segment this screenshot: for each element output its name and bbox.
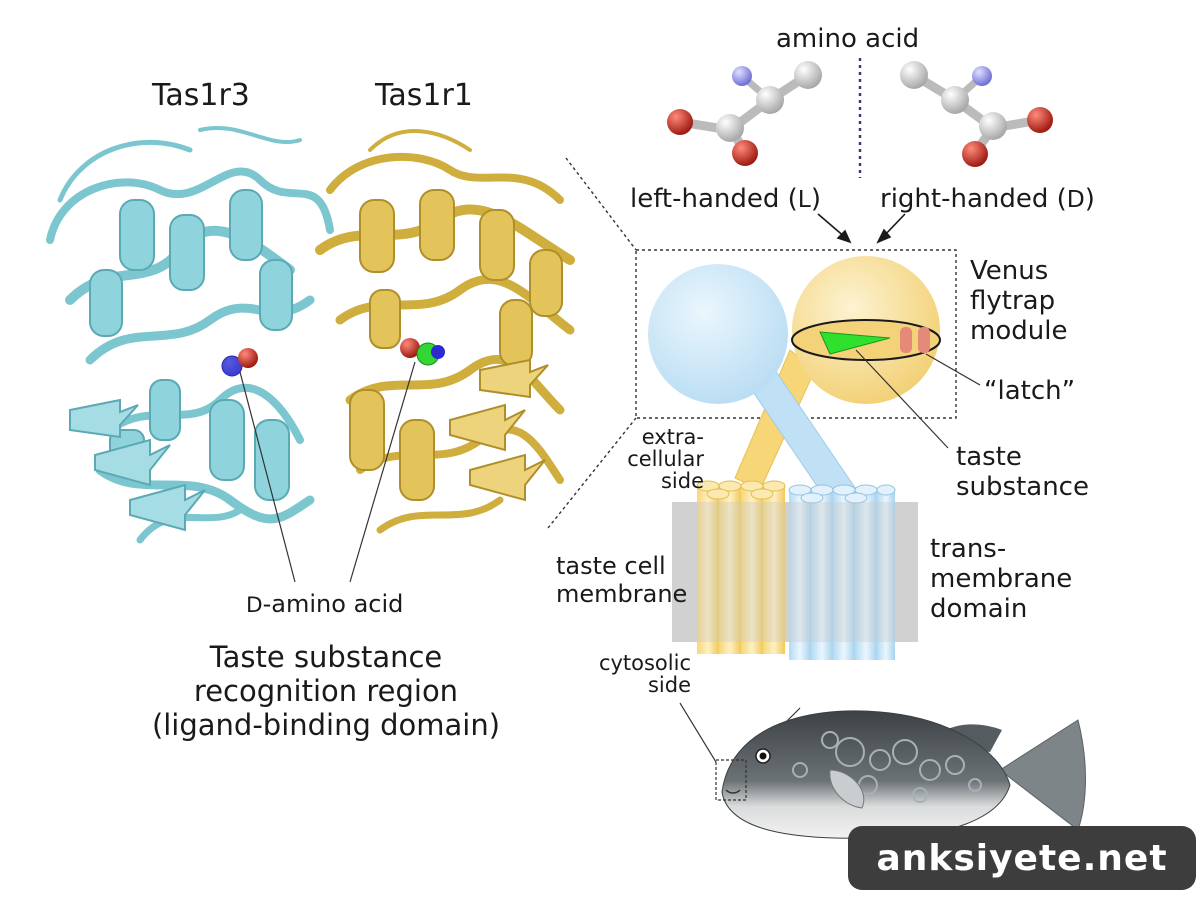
d-prefix: D <box>246 593 263 618</box>
cytosolic-line-2: side <box>647 673 691 697</box>
region-title: Taste substance recognition region (liga… <box>96 640 556 742</box>
left-handed-label: left-handed (L) <box>630 184 821 214</box>
taste-cell-membrane-line-1: taste cell <box>556 552 666 580</box>
region-title-line-1: Taste substance <box>209 640 443 674</box>
left-letter: L <box>797 185 811 213</box>
cytosolic-line-1: cytosolic <box>598 651 691 675</box>
blue-transmembrane-helices <box>788 484 896 660</box>
d-amino-acid-leaders <box>239 361 416 583</box>
right-handed-text: right-handed ( <box>880 184 1067 214</box>
left-handed-text: left-handed ( <box>630 184 798 214</box>
taste-cell-membrane-line-2: membrane <box>556 580 688 608</box>
amino-acid-label: amino acid <box>776 24 920 54</box>
taste-substance-line-2: substance <box>956 472 1089 502</box>
venus-line-1: Venus <box>970 256 1049 286</box>
arrows-to-module <box>817 213 906 244</box>
tas1r3-sheets <box>69 398 206 532</box>
taste-cell-membrane-label: taste cell membrane <box>556 552 687 608</box>
extracellular-line-3: side <box>660 469 704 493</box>
transmembrane-line-3: domain <box>930 594 1028 624</box>
region-title-line-2: recognition region <box>193 674 459 708</box>
tas1r1-label: Tas1r1 <box>375 78 473 113</box>
cytosolic-side-label: cytosolic side <box>595 652 691 696</box>
taste-substance-wedge <box>819 331 891 355</box>
venus-line-2: flytrap <box>970 286 1056 316</box>
tas1r1-helices <box>349 189 563 501</box>
venus-line-3: module <box>970 316 1068 346</box>
venus-flytrap-label: Venus flytrap module <box>970 256 1067 346</box>
latch-mark-2 <box>918 327 930 353</box>
ligand-spheres-tas1r3 <box>221 348 258 377</box>
pufferfish <box>721 710 1086 844</box>
taste-substance-line-1: taste <box>956 442 1022 472</box>
region-title-line-3: (ligand-binding domain) <box>151 708 501 742</box>
latch-leader <box>925 353 981 386</box>
membrane-overlay <box>672 502 918 642</box>
right-handed-label: right-handed (D) <box>880 184 1095 214</box>
ligand-spheres-tas1r1 <box>400 338 445 366</box>
fish-zoom-line-left <box>679 702 717 763</box>
taste-substance-leader <box>855 349 949 449</box>
tas1r3-helices <box>89 189 293 501</box>
transmembrane-domain-label: trans- membrane domain <box>930 534 1072 624</box>
d-amino-acid-molecule <box>900 61 1053 167</box>
extracellular-line-1: extra- <box>641 425 704 449</box>
d-amino-acid-text: -amino acid <box>262 590 404 618</box>
watermark-badge: anksiyete.net <box>848 826 1196 890</box>
zoom-line-bottom <box>547 417 637 529</box>
tas1r3-label: Tas1r3 <box>152 78 250 113</box>
latch-mark-1 <box>900 327 912 353</box>
right-close-paren: ) <box>1084 184 1095 214</box>
transmembrane-line-1: trans- <box>930 534 1007 564</box>
right-letter: D <box>1066 185 1085 213</box>
tas1r1-sheets <box>449 358 549 502</box>
l-amino-acid-molecule <box>667 61 822 166</box>
transmembrane-line-2: membrane <box>930 564 1073 594</box>
yellow-transmembrane-helices <box>696 480 786 654</box>
d-amino-acid-label: D-amino acid <box>246 590 403 620</box>
left-close-paren: ) <box>810 184 821 214</box>
blue-sphere <box>648 264 788 404</box>
extracellular-line-2: cellular <box>627 447 704 471</box>
taste-substance-label: taste substance <box>956 442 1089 502</box>
extracellular-label: extra- cellular side <box>624 426 704 492</box>
fish-zoom-box <box>715 759 747 801</box>
latch-label: “latch” <box>984 376 1076 406</box>
zoom-line-top <box>565 157 637 251</box>
